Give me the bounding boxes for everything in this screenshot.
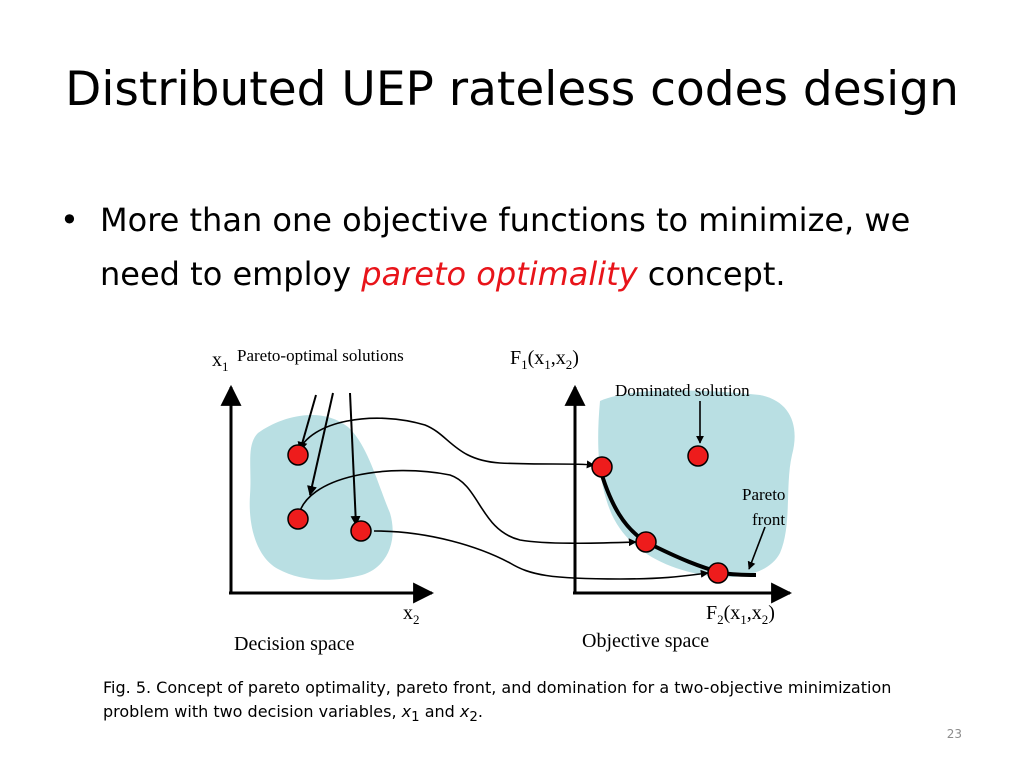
pareto-front-arrow [747,526,766,570]
pareto-optimal-label: Pareto-optimal solutions [237,346,404,365]
pareto-point-2 [635,531,657,553]
x1-axis-label: x1 [212,349,229,374]
pareto-point-1 [591,456,613,478]
dominated-point [687,445,709,467]
decision-region [249,414,393,580]
pareto-point-3 [707,562,729,584]
pareto-figure: x1 Pareto-optimal solutions x2 Decision … [200,335,810,670]
pareto-front-curve [597,464,757,577]
decision-point-1 [287,444,309,466]
bullet-text-part1: More than one objective functions to min… [100,201,911,293]
caption-var2: x [459,702,470,721]
bullet-text: More than one objective functions to min… [100,193,1000,301]
objective-region [598,390,795,578]
dominated-solution-label: Dominated solution [615,381,750,400]
label-arrow-1 [297,394,317,452]
slide-title: Distributed UEP rateless codes design [65,62,959,117]
f2-axis-label: F2(x1,x2) [706,602,775,627]
caption-and: and [419,702,460,721]
figure-caption: Fig. 5. Concept of pareto optimality, pa… [103,676,923,730]
decision-point-3 [350,520,372,542]
caption-var1-sub: 1 [411,710,420,726]
caption-var1: x [401,702,412,721]
pareto-front-label-line1: Pareto [742,485,785,504]
slide-number: 23 [946,727,962,741]
mapping-arrow-2 [297,469,637,547]
label-arrow-3 [349,392,361,526]
caption-text: Fig. 5. Concept of pareto optimality, pa… [103,678,892,721]
mapping-arrow-3 [373,530,709,580]
bullet-text-part2: concept. [637,255,786,293]
bullet-marker: • [60,201,79,239]
caption-end: . [477,702,483,721]
decision-space-label: Decision space [234,633,355,655]
label-arrow-2 [307,392,334,496]
caption-var2-sub: 2 [469,710,478,726]
pareto-front-label-line2: front [752,510,785,529]
objective-space-label: Objective space [582,630,709,652]
bullet-emphasis: pareto optimality [361,255,638,293]
mapping-arrow-1 [297,417,595,469]
f1-axis-label: F1(x1,x2) [510,347,579,372]
x2-axis-label: x2 [403,602,420,627]
pareto-diagram: x1 Pareto-optimal solutions x2 Decision … [212,346,795,655]
decision-point-2 [287,508,309,530]
